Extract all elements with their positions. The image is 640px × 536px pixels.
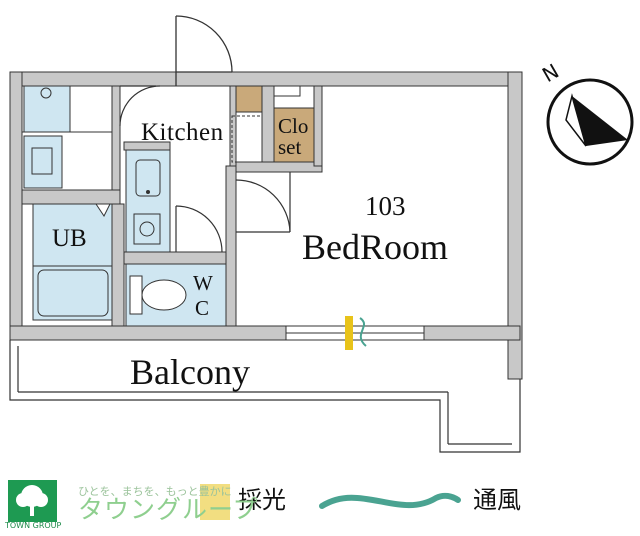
legend-light-icon bbox=[200, 484, 230, 520]
brand-name: タウングループ bbox=[78, 495, 259, 524]
unit-bath bbox=[32, 203, 113, 321]
wc-door bbox=[175, 205, 223, 253]
room-number-label: 103 bbox=[365, 191, 406, 221]
compass-icon bbox=[546, 78, 634, 166]
legend-wind-icon bbox=[319, 492, 461, 509]
toilet bbox=[125, 263, 227, 327]
closet-label-line1: Clo bbox=[278, 114, 309, 138]
entrance-door bbox=[175, 15, 233, 86]
kitchen-door bbox=[119, 85, 161, 127]
closet bbox=[231, 85, 315, 163]
bedroom-window bbox=[285, 325, 425, 341]
legend-light-label: 採光 bbox=[238, 486, 286, 514]
brand-tagline: ひとを、まちを、もっと豊かに bbox=[78, 485, 232, 498]
kitchen-label: Kitchen bbox=[141, 119, 224, 146]
legend-wind-label: 通風 bbox=[473, 486, 521, 514]
interior-walls bbox=[21, 85, 323, 327]
bedroom-label: BedRoom bbox=[302, 227, 449, 267]
kitchen-counter bbox=[125, 149, 171, 253]
laundry-space bbox=[21, 85, 113, 191]
wc-label-line1: W bbox=[193, 271, 213, 295]
brand-tree-icon bbox=[16, 485, 48, 516]
closet-label-line2: set bbox=[278, 135, 302, 159]
balcony-outline bbox=[9, 340, 521, 453]
unit-bath-label: UB bbox=[52, 225, 87, 252]
brand-name-en: TOWN GROUP bbox=[5, 521, 62, 530]
bedroom-door bbox=[235, 172, 291, 233]
balcony-label: Balcony bbox=[130, 352, 250, 392]
window-light-marker bbox=[345, 316, 367, 350]
wc-label-line2: C bbox=[195, 296, 210, 320]
